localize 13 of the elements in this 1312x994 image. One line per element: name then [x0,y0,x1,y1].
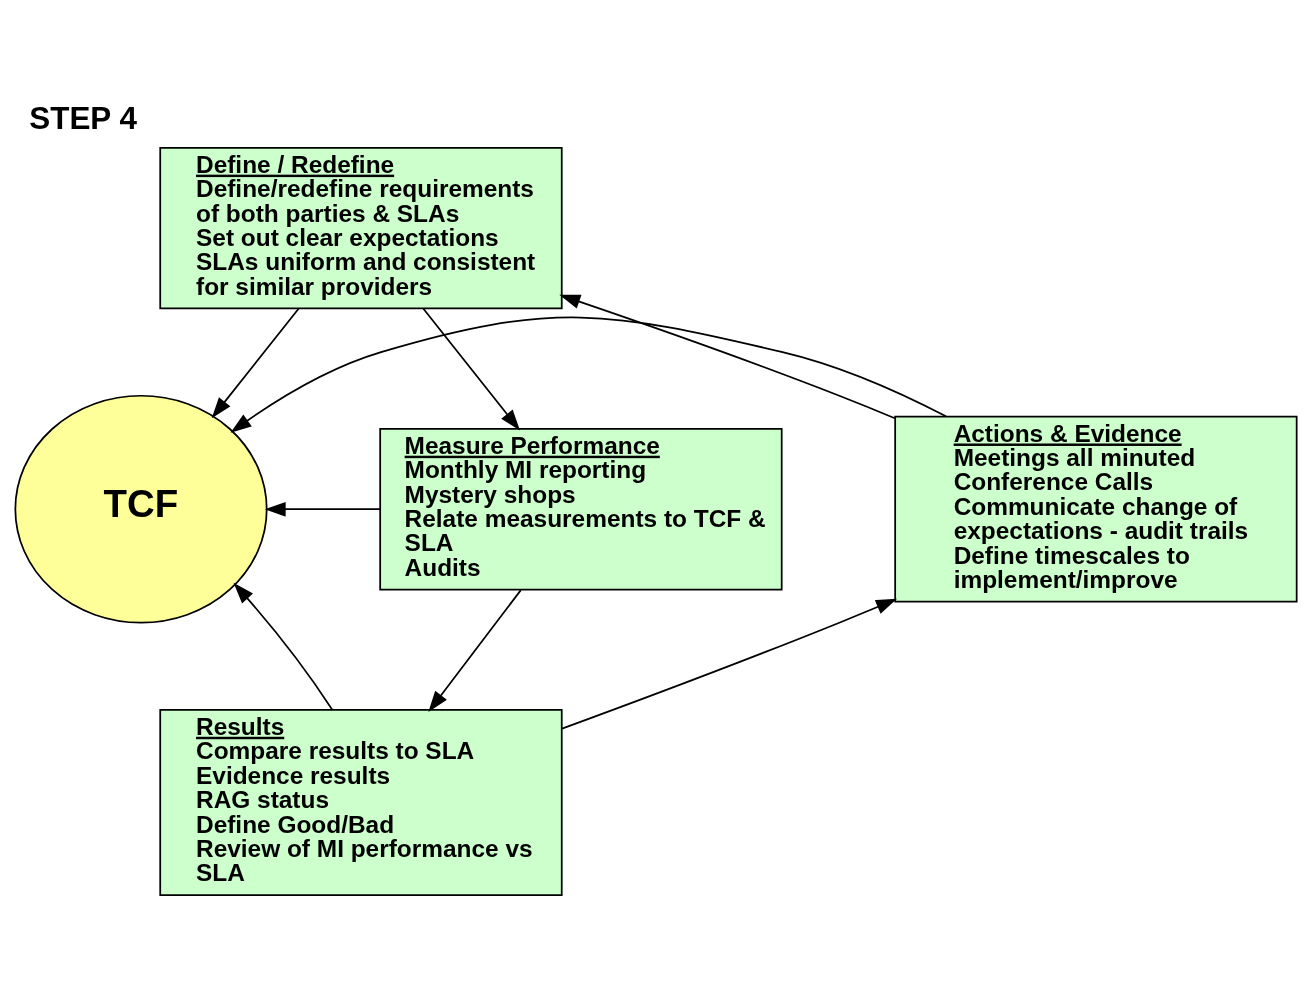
diagram-title: STEP 4 [29,101,137,137]
node-box: Results Compare results to SLA Evidence results RAG status Define Good/Bad Review of MI performance vs SLA [159,709,563,896]
arrow [422,307,520,431]
node-box: Define / Redefine Define/redefine requirements of both parties & SLAs Set out clear expectations SLAs uniform and consistent for similar providers [159,147,563,310]
arrow [211,307,300,419]
arrow [264,501,381,517]
arrow [561,598,898,730]
arrow [559,294,896,420]
arrow [230,316,947,433]
node-box: Measure Performance Monthly MI reporting Mystery shops Relate measurements to TCF & SLA Audits [379,428,783,591]
arrow [428,589,522,712]
node-box: Actions & Evidence Meetings all minuted Conference Calls Communicate change of expectations - audit trails Define timescales to implement/improve [894,415,1298,603]
arrow [233,582,334,711]
